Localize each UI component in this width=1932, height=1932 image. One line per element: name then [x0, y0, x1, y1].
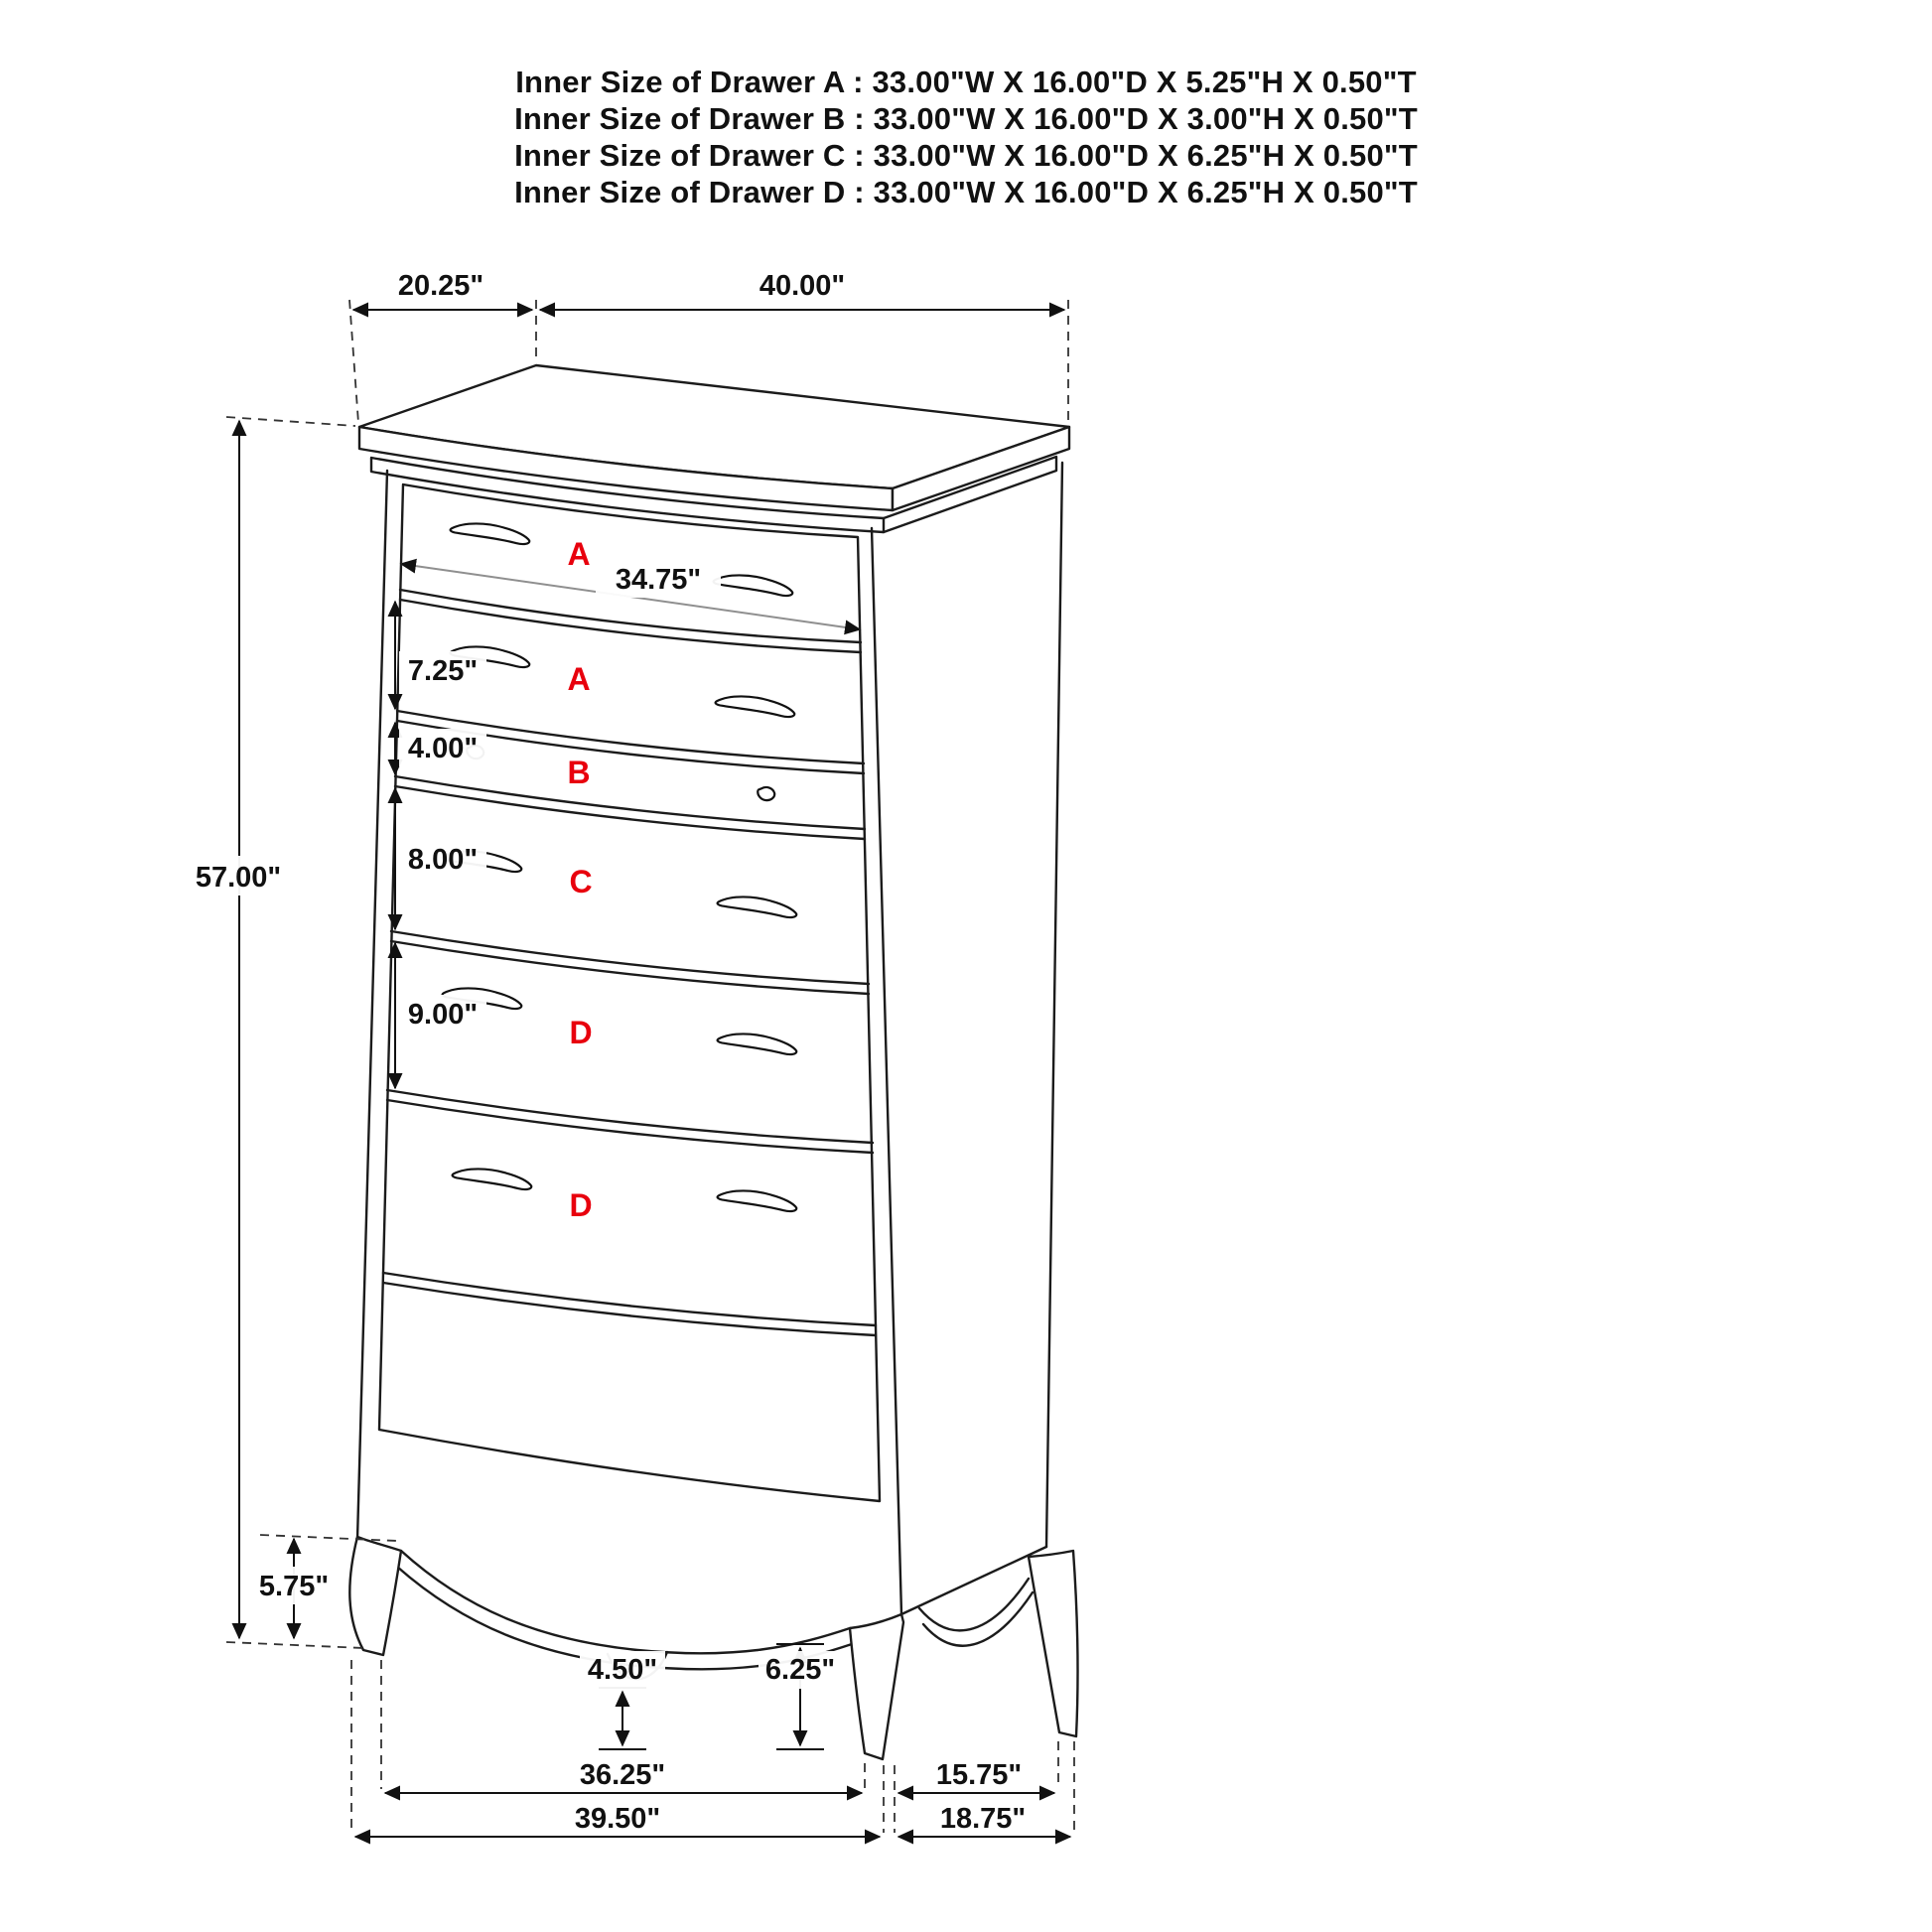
dim-label-drawer-c-height: 8.00" — [408, 844, 478, 876]
drawer-opening-frame — [377, 483, 882, 1503]
dim-drawer-heights: 7.25" 4.00" 8.00" 9.00" — [387, 600, 486, 1090]
cornice-side — [882, 455, 1058, 534]
dim-label-side-depth-overall: 18.75" — [940, 1803, 1026, 1835]
dim-label-leg-height: 5.75" — [259, 1571, 329, 1602]
front-apron-upper — [399, 1549, 852, 1655]
drawer1-letter: A — [567, 536, 590, 572]
dim-label-front-feet-span: 36.25" — [580, 1759, 665, 1791]
chest-top-board — [357, 363, 1071, 512]
dim-label-bg — [759, 1651, 842, 1689]
dim-label-bg — [399, 840, 486, 878]
dim-label-drawer-d-height: 9.00" — [408, 999, 478, 1031]
side-back-edge — [1044, 461, 1064, 1549]
front-right-leg — [848, 1612, 905, 1761]
drawer5-handle-right — [715, 1029, 799, 1057]
dim-label-drawer-width: 34.75" — [616, 564, 701, 596]
front-left-leg — [348, 1535, 403, 1657]
drawer1-handle-right — [711, 570, 795, 599]
drawer-handles — [440, 518, 799, 1214]
divider-5 — [385, 1088, 875, 1155]
chest-base — [348, 1535, 1079, 1761]
dim-label-side-feet-span: 15.75" — [936, 1759, 1022, 1791]
drawer1-handle-left — [448, 518, 532, 547]
dim-overall-height: 57.00" — [189, 416, 364, 1649]
dim-top: 20.25" 40.00" — [348, 270, 1069, 424]
drawer-letter-labels: A A B C D D — [567, 536, 592, 1223]
drawer2-letter: A — [567, 661, 590, 697]
drawer5-letter: D — [569, 1015, 592, 1050]
dim-label-drawer-b-height: 4.00" — [408, 733, 478, 764]
divider-1 — [398, 588, 863, 654]
title-line-drawer-c: Inner Size of Drawer C : 33.00"W X 16.00… — [514, 138, 1418, 173]
dim-label-bg — [399, 729, 486, 766]
dim-drawer-width: 34.75" — [399, 558, 862, 635]
ext-height-bottom — [225, 1641, 364, 1649]
ext-height-top — [225, 416, 356, 427]
chest-carcase — [355, 461, 1064, 1616]
front-right-edge — [870, 526, 903, 1616]
side-bottom-edge — [899, 1545, 1048, 1616]
title-line-drawer-b: Inner Size of Drawer B : 33.00"W X 16.00… — [514, 101, 1418, 136]
dim-label-bg — [399, 651, 486, 689]
dim-label-bg — [596, 560, 721, 598]
chest-cornice — [369, 455, 1058, 534]
ext-top-left — [348, 299, 359, 424]
top-right-edge — [891, 425, 1071, 512]
drawer6-handle-left — [450, 1164, 534, 1192]
drawer4-letter: C — [569, 864, 592, 899]
back-right-leg — [1027, 1549, 1079, 1738]
dim-label-bg — [250, 1567, 338, 1604]
drawer2-handle-right — [713, 691, 797, 720]
ext-leg-top — [259, 1534, 398, 1542]
dim-label-clearance-center: 4.50" — [588, 1654, 657, 1686]
drawer6-handle-right — [715, 1185, 799, 1214]
dim-apron-clearance: 4.50" 6.25" — [580, 1643, 842, 1750]
side-apron-upper — [917, 1577, 1031, 1632]
dim-label-bg — [399, 995, 486, 1033]
dim-leg-height: 5.75" — [250, 1534, 398, 1640]
dim-label-height: 57.00" — [196, 862, 281, 894]
front-left-edge — [355, 469, 389, 1541]
drawer-dividers — [381, 588, 878, 1337]
divider-3 — [393, 774, 867, 841]
side-apron-lower — [921, 1590, 1035, 1647]
drawer6-letter: D — [569, 1187, 592, 1223]
divider-4 — [389, 929, 871, 996]
drawer3-letter: B — [567, 755, 590, 790]
title-line-drawer-a: Inner Size of Drawer A : 33.00"W X 16.00… — [515, 65, 1417, 99]
dim-label-bg — [189, 856, 288, 896]
drawer4-handle-right — [715, 892, 799, 920]
dim-label-top-width: 40.00" — [759, 270, 845, 302]
dim-label-bg — [580, 1651, 665, 1689]
drawer-inner-size-title-block: Inner Size of Drawer A : 33.00"W X 16.00… — [0, 64, 1932, 210]
divider-6 — [381, 1271, 878, 1337]
dim-bottom-spans: 36.25" 39.50" 15.75" 18.75" — [350, 1660, 1075, 1845]
dim-label-drawer-a-height: 7.25" — [408, 655, 478, 687]
drawer3-knob-right — [756, 784, 777, 803]
title-line-drawer-d: Inner Size of Drawer D : 33.00"W X 16.00… — [514, 175, 1418, 209]
dim-label-clearance-side: 6.25" — [765, 1654, 835, 1686]
dim-label-top-depth: 20.25" — [398, 270, 483, 302]
dim-label-front-width-overall: 39.50" — [575, 1803, 660, 1835]
